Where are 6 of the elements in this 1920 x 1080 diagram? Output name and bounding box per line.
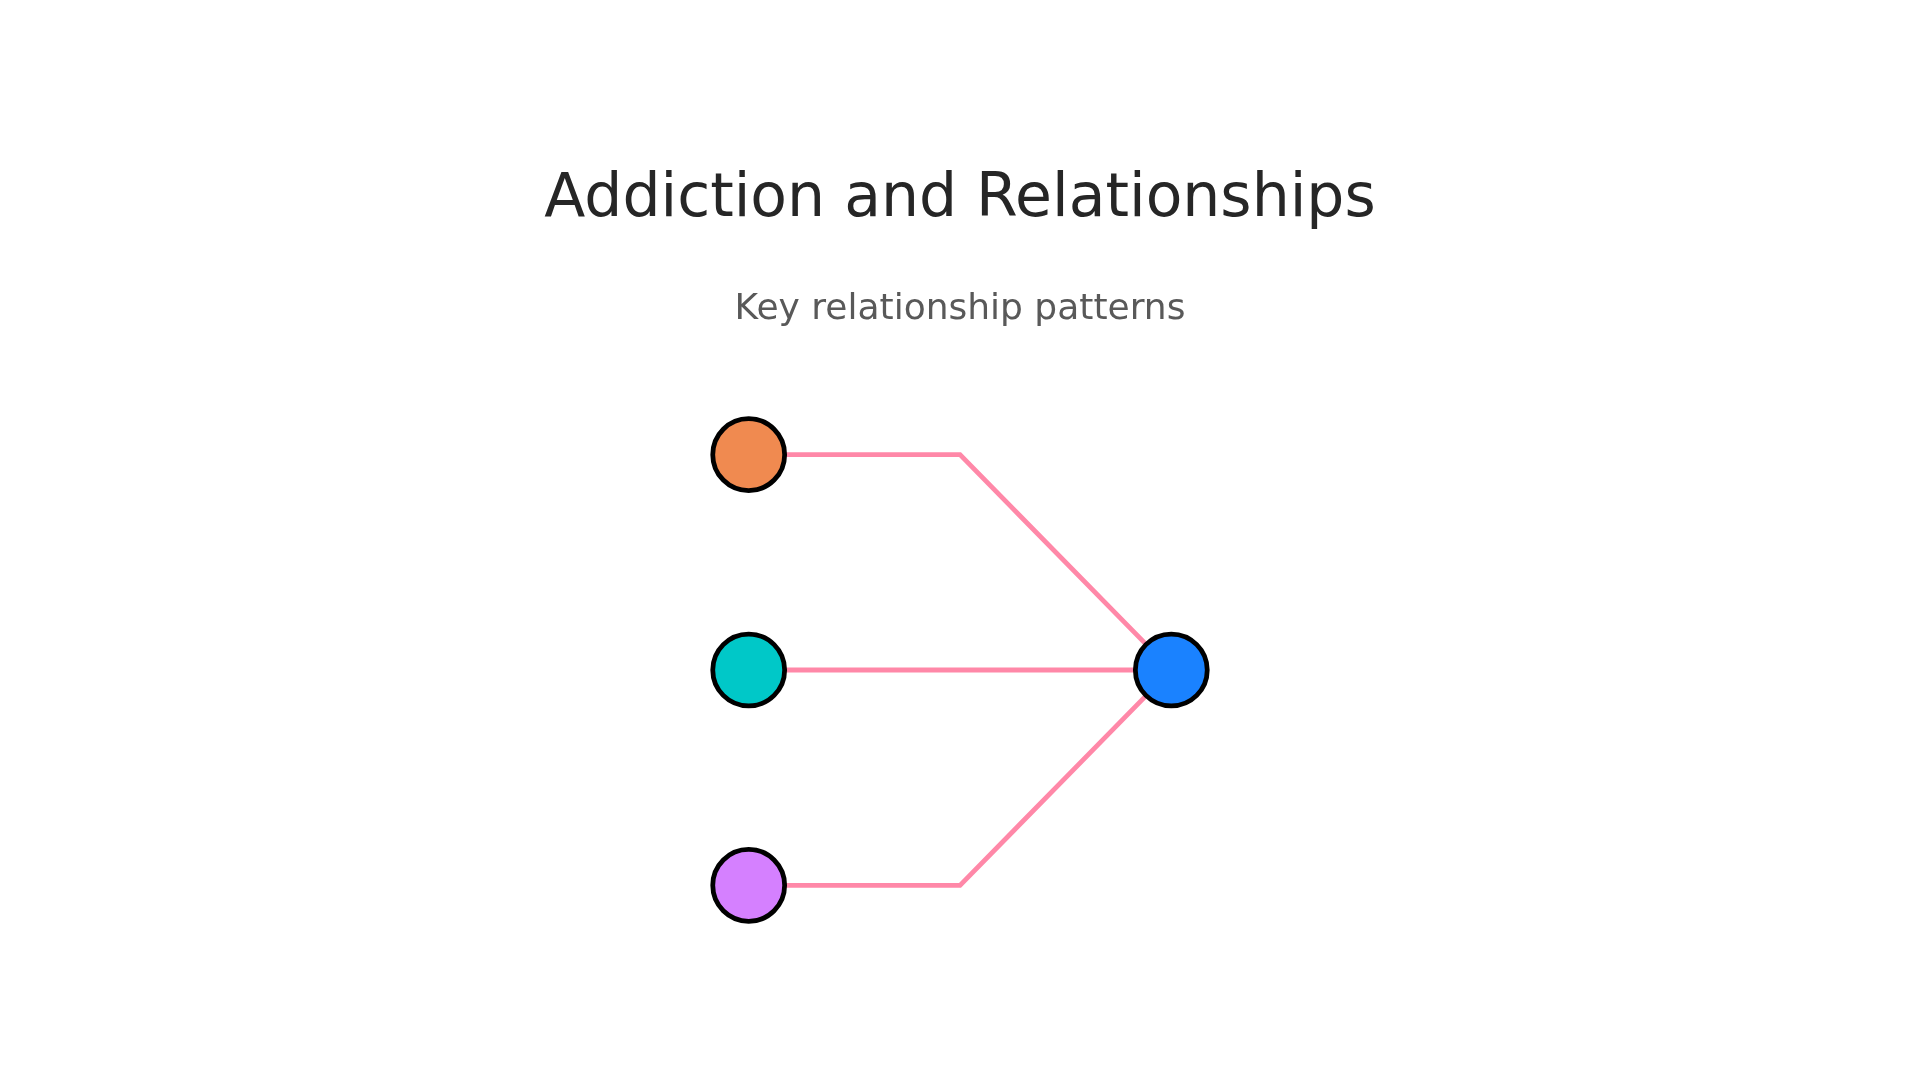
circle-node [710,416,788,493]
circle-node [710,631,788,709]
subtitle: Key relationship patterns [734,286,1186,327]
circle-node [1132,631,1210,709]
circle-node [710,847,788,924]
diagram-title: Addiction and Relationships [544,160,1376,230]
